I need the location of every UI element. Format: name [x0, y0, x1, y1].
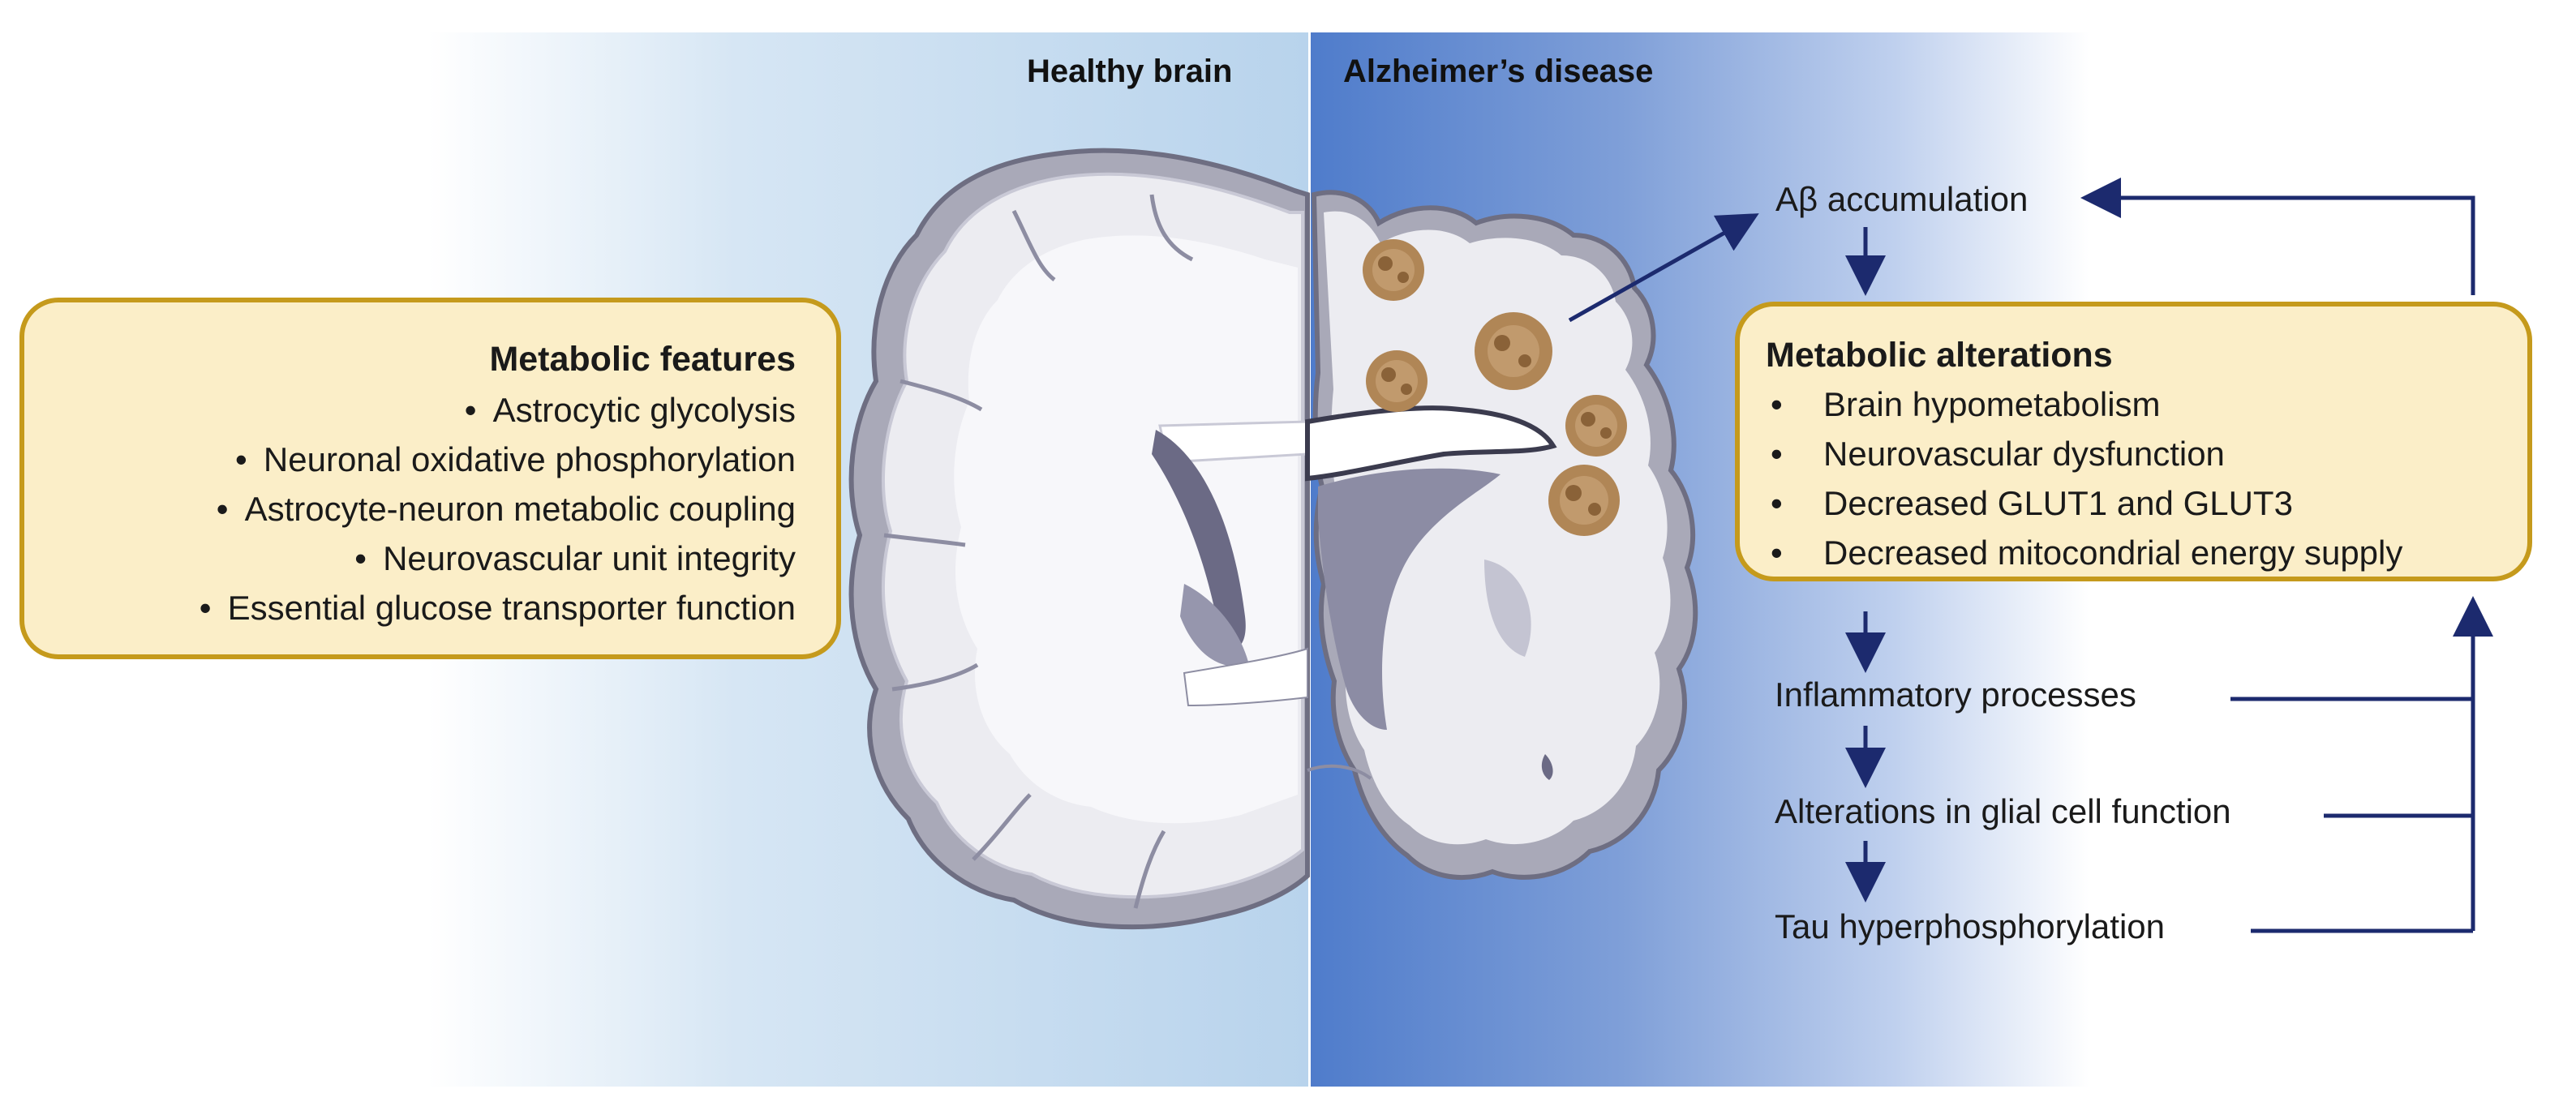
bullet-icon: • [1771, 385, 1783, 423]
bullet-icon: • [354, 539, 367, 577]
bullet-icon: • [235, 440, 247, 478]
plaque [1366, 350, 1428, 412]
bullet-icon: • [1771, 435, 1783, 473]
abeta-accumulation-label: Aβ accumulation [1775, 180, 2029, 218]
metabolic-features-list: •Astrocytic glycolysis •Neuronal oxidati… [57, 385, 796, 632]
plaque [1475, 312, 1552, 390]
healthy-hemisphere [848, 148, 1310, 930]
metabolic-alterations-title: Metabolic alterations [1766, 336, 2113, 375]
list-item: •Neuronal oxidative phosphorylation [57, 435, 796, 484]
bullet-icon: • [1771, 484, 1783, 522]
alzheimers-hemisphere [1305, 190, 1698, 880]
bullet-icon: • [464, 391, 477, 429]
bullet-icon: • [216, 490, 229, 528]
amyloid-plaques [1363, 239, 1627, 536]
tau-hyperphosphorylation-label: Tau hyperphosphorylation [1775, 907, 2165, 945]
inflammatory-processes-label: Inflammatory processes [1775, 675, 2136, 714]
glial-alterations-label: Alterations in glial cell function [1775, 792, 2231, 830]
metabolic-alterations-list: •Brain hypometabolism •Neurovascular dys… [1766, 379, 2503, 577]
metabolic-alterations-box: Metabolic alterations •Brain hypometabol… [1735, 302, 2532, 581]
plaque [1548, 465, 1620, 536]
list-item: •Essential glucose transporter function [57, 583, 796, 632]
list-item: •Astrocytic glycolysis [57, 385, 796, 435]
alzheimers-heading: Alzheimer’s disease [1343, 54, 1654, 89]
list-item: •Astrocyte-neuron metabolic coupling [57, 484, 796, 534]
list-item: •Decreased GLUT1 and GLUT3 [1766, 478, 2503, 528]
list-item: •Decreased mitocondrial energy supply [1766, 528, 2503, 577]
list-item: •Neurovascular unit integrity [57, 534, 796, 583]
metabolic-features-box: Metabolic features •Astrocytic glycolysi… [19, 298, 841, 659]
bullet-icon: • [199, 589, 212, 627]
list-item: •Neurovascular dysfunction [1766, 429, 2503, 478]
plaque [1565, 395, 1627, 457]
plaque [1363, 239, 1424, 301]
list-item: •Brain hypometabolism [1766, 379, 2503, 429]
metabolic-features-title: Metabolic features [489, 340, 796, 379]
healthy-brain-heading: Healthy brain [1027, 54, 1233, 89]
bullet-icon: • [1771, 534, 1783, 572]
